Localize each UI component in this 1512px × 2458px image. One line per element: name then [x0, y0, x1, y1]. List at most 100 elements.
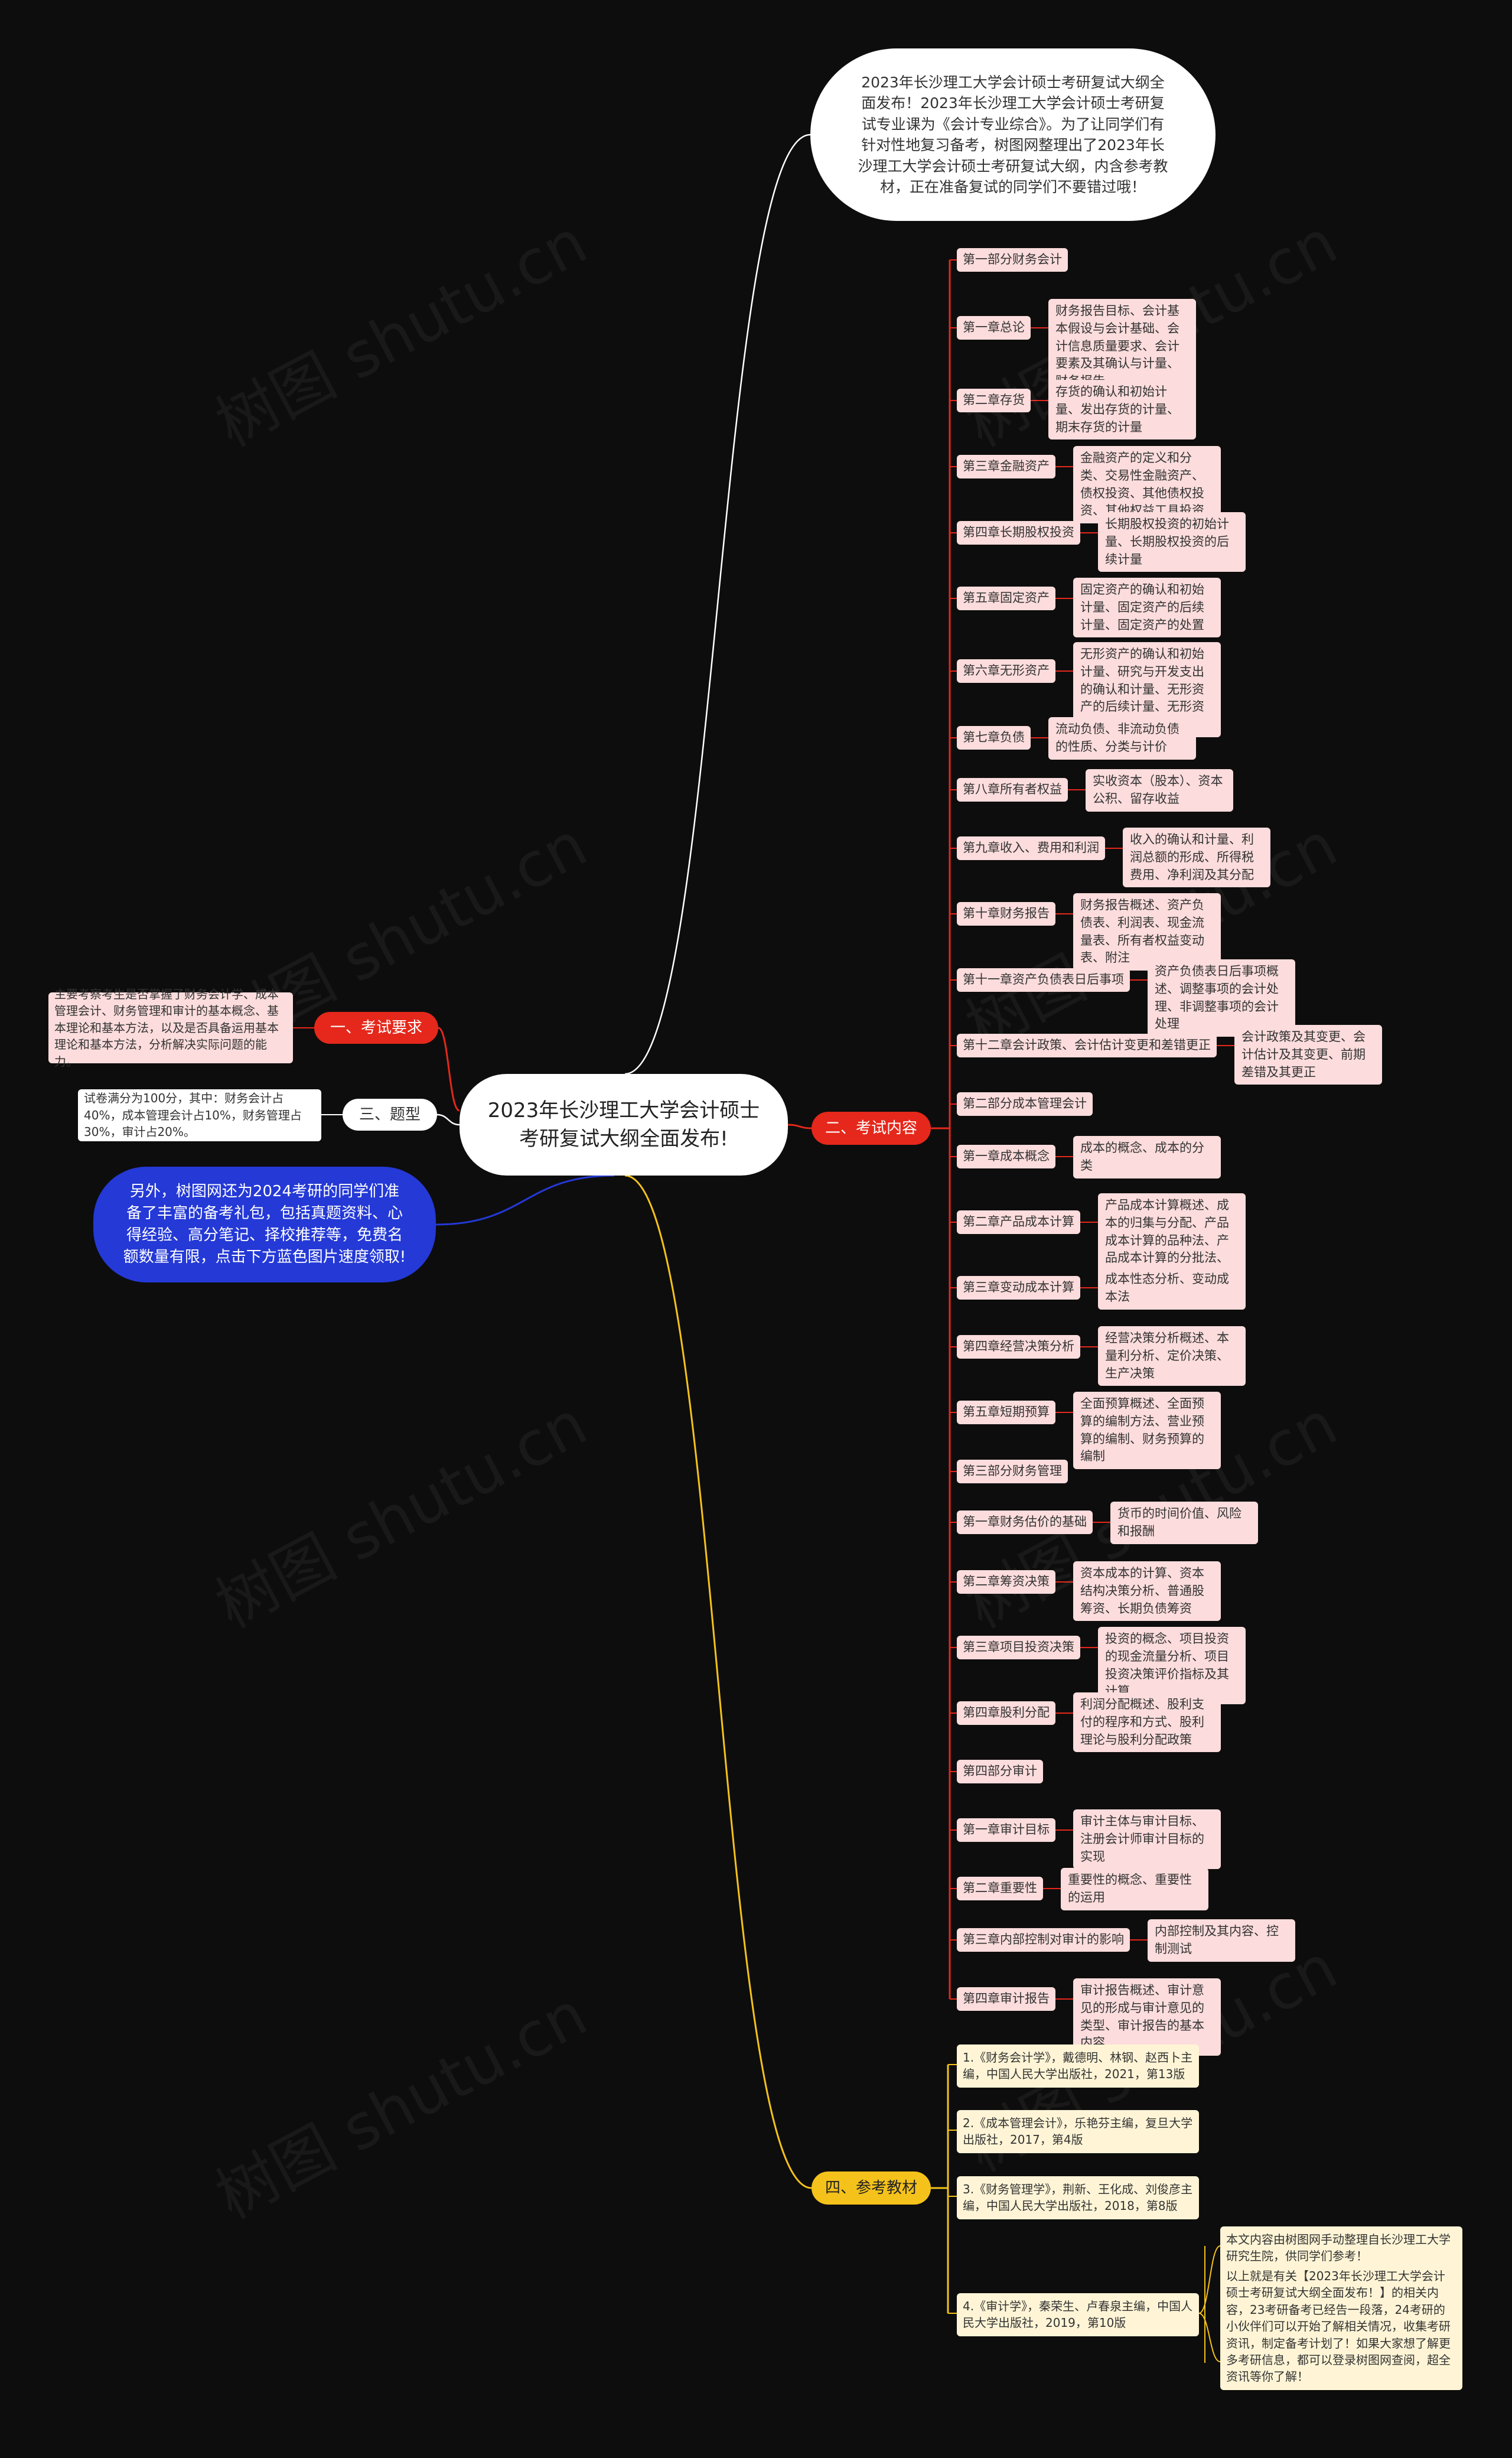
content-item-detail[interactable]: 重要性的概念、重要性的运用	[1061, 1868, 1208, 1910]
content-item-detail[interactable]: 成本性态分析、变动成本法	[1098, 1267, 1246, 1310]
promo-bubble[interactable]: 另外，树图网还为2024考研的同学们准备了丰富的备考礼包，包括真题资料、心得经验…	[93, 1167, 436, 1282]
content-item-detail-text: 财务报告目标、会计基本假设与会计基础、会计信息质量要求、会计要素及其确认与计量、…	[1055, 304, 1179, 388]
content-item[interactable]: 第四章审计报告	[957, 1987, 1055, 2011]
content-item-detail[interactable]: 固定资产的确认和初始计量、固定资产的后续计量、固定资产的处置	[1073, 578, 1221, 638]
reference-book-item[interactable]: 3.《财务管理学》，荆新、王化成、刘俊彦主编，中国人民大学出版社，2018，第8…	[957, 2176, 1199, 2219]
content-item-label: 第一章审计目标	[963, 1822, 1050, 1837]
branch-exam-requirements[interactable]: 一、考试要求	[314, 1012, 438, 1044]
content-item[interactable]: 第三章金融资产	[957, 455, 1055, 478]
content-item-detail[interactable]: 内部控制及其内容、控制测试	[1148, 1919, 1295, 1962]
content-item-detail[interactable]: 投资的概念、项目投资的现金流量分析、项目投资决策评价指标及其计算	[1098, 1627, 1246, 1705]
content-item-label: 第三章变动成本计算	[963, 1280, 1074, 1295]
branch-question-types[interactable]: 三、题型	[343, 1099, 437, 1131]
content-item-detail-text: 资产负债表日后事项概述、调整事项的会计处理、非调整事项的会计处理	[1155, 964, 1279, 1031]
content-item-detail[interactable]: 收入的确认和计量、利润总额的形成、所得税费用、净利润及其分配	[1123, 828, 1270, 888]
content-item-detail[interactable]: 全面预算概述、全面预算的编制方法、营业预算的编制、财务预算的编制	[1073, 1392, 1221, 1470]
content-item-detail[interactable]: 经营决策分析概述、本量利分析、定价决策、生产决策	[1098, 1326, 1246, 1386]
content-item[interactable]: 第六章无形资产	[957, 659, 1055, 683]
content-item-label: 第五章短期预算	[963, 1405, 1050, 1420]
connector	[787, 1124, 812, 1129]
content-item-detail[interactable]: 财务报告概述、资产负债表、利润表、现金流量表、所有者权益变动表、附注	[1073, 893, 1221, 971]
content-item[interactable]: 第十章财务报告	[957, 902, 1055, 926]
content-item[interactable]: 第一章审计目标	[957, 1818, 1055, 1842]
branch-reference-books[interactable]: 四、参考教材	[812, 2171, 931, 2205]
content-item-label: 第五章固定资产	[963, 591, 1050, 605]
connector	[624, 1174, 812, 2189]
content-item[interactable]: 第四章经营决策分析	[957, 1335, 1080, 1359]
content-item[interactable]: 第七章负债	[957, 726, 1031, 750]
content-item[interactable]: 第三部分财务管理	[957, 1460, 1068, 1483]
content-item-detail-text: 投资的概念、项目投资的现金流量分析、项目投资决策评价指标及其计算	[1105, 1632, 1229, 1699]
content-item-detail[interactable]: 流动负债、非流动负债的性质、分类与计价	[1048, 717, 1196, 760]
content-item-label: 第四部分审计	[963, 1764, 1037, 1779]
root-topic[interactable]: 2023年长沙理工大学会计硕士考研复试大纲全面发布!	[460, 1074, 788, 1176]
content-item-label: 第三章金融资产	[963, 459, 1050, 474]
reference-book-text: 2.《成本管理会计》，乐艳芬主编，复旦大学出版社，2017，第4版	[963, 2116, 1193, 2147]
content-item-detail[interactable]: 货币的时间价值、风险和报酬	[1110, 1502, 1258, 1544]
content-item-detail[interactable]: 会计政策及其变更、会计估计及其变更、前期差错及其更正	[1234, 1025, 1382, 1085]
content-item[interactable]: 第三章项目投资决策	[957, 1636, 1080, 1659]
content-item[interactable]: 第五章固定资产	[957, 587, 1055, 610]
content-item-detail[interactable]: 审计主体与审计目标、注册会计师审计目标的实现	[1073, 1809, 1221, 1870]
content-item-label: 第四章审计报告	[963, 1991, 1050, 2006]
content-item-label: 第二部分成本管理会计	[963, 1096, 1087, 1111]
content-item-detail-text: 存货的确认和初始计量、发出存货的计量、期末存货的计量	[1055, 385, 1179, 434]
content-item[interactable]: 第四章长期股权投资	[957, 521, 1080, 545]
content-item[interactable]: 第五章短期预算	[957, 1401, 1055, 1424]
exam-requirements-detail[interactable]: 主要考察考生是否掌握了财务会计学、成本管理会计、财务管理和审计的基本概念、基本理…	[48, 987, 293, 1069]
content-item[interactable]: 第一部分财务会计	[957, 248, 1068, 272]
content-item-detail-text: 全面预算概述、全面预算的编制方法、营业预算的编制、财务预算的编制	[1080, 1396, 1204, 1464]
content-item[interactable]: 第二部分成本管理会计	[957, 1092, 1093, 1116]
content-item-detail[interactable]: 成本的概念、成本的分类	[1073, 1136, 1221, 1178]
content-item[interactable]: 第三章变动成本计算	[957, 1276, 1080, 1300]
content-item-detail-text: 审计主体与审计目标、注册会计师审计目标的实现	[1080, 1814, 1204, 1864]
branch-exam-content[interactable]: 二、考试内容	[812, 1112, 931, 1145]
content-item-detail[interactable]: 实收资本（股本）、资本公积、留存收益	[1086, 769, 1233, 812]
content-item-detail[interactable]: 资本成本的计算、资本结构决策分析、普通股筹资、长期负债筹资	[1073, 1561, 1221, 1622]
content-item-label: 第三章内部控制对审计的影响	[963, 1932, 1124, 1947]
content-item-label: 第四章经营决策分析	[963, 1339, 1074, 1354]
content-item-detail[interactable]: 长期股权投资的初始计量、长期股权投资的后续计量	[1098, 512, 1246, 572]
content-item-detail[interactable]: 存货的确认和初始计量、发出存货的计量、期末存货的计量	[1048, 380, 1196, 440]
content-item[interactable]: 第四部分审计	[957, 1760, 1043, 1783]
reference-book-item[interactable]: 4.《审计学》，秦荣生、卢春泉主编，中国人民大学出版社，2019，第10版	[957, 2293, 1199, 2336]
content-item-label: 第三部分财务管理	[963, 1464, 1062, 1479]
content-item-detail-text: 审计报告概述、审计意见的形成与审计意见的类型、审计报告的基本内容	[1080, 1983, 1204, 2050]
content-item-detail[interactable]: 利润分配概述、股利支付的程序和方式、股利理论与股利分配政策	[1073, 1692, 1221, 1753]
content-item[interactable]: 第十一章资产负债表日后事项	[957, 968, 1130, 992]
content-item[interactable]: 第一章总论	[957, 316, 1031, 340]
content-item-detail[interactable]: 资产负债表日后事项概述、调整事项的会计处理、非调整事项的会计处理	[1148, 959, 1295, 1037]
content-item[interactable]: 第二章产品成本计算	[957, 1210, 1080, 1234]
content-item[interactable]: 第二章筹资决策	[957, 1570, 1055, 1594]
content-item-detail-text: 会计政策及其变更、会计估计及其变更、前期差错及其更正	[1241, 1030, 1366, 1079]
content-item-label: 第一部分财务会计	[963, 252, 1062, 267]
content-item-label: 第二章存货	[963, 393, 1025, 408]
content-item[interactable]: 第九章收入、费用和利润	[957, 836, 1105, 860]
content-item[interactable]: 第二章存货	[957, 389, 1031, 412]
content-item-label: 第四章股利分配	[963, 1705, 1050, 1720]
content-item[interactable]: 第一章成本概念	[957, 1145, 1055, 1168]
footer-note[interactable]: 本文内容由树图网手动整理自长沙理工大学研究生院，供同学们参考！	[1220, 2226, 1462, 2270]
reference-book-item[interactable]: 1.《财务会计学》，戴德明、林钢、赵西卜主编，中国人民大学出版社，2021，第1…	[957, 2044, 1199, 2088]
content-item[interactable]: 第一章财务估价的基础	[957, 1510, 1093, 1534]
footer-note[interactable]: 以上就是有关【2023年长沙理工大学会计硕士考研复试大纲全面发布！】的相关内容，…	[1220, 2263, 1462, 2390]
intro-node[interactable]: 2023年长沙理工大学会计硕士考研复试大纲全面发布！2023年长沙理工大学会计硕…	[810, 48, 1216, 221]
content-item-label: 第四章长期股权投资	[963, 525, 1074, 540]
content-item-detail-text: 实收资本（股本）、资本公积、留存收益	[1093, 774, 1223, 806]
content-item-label: 第三章项目投资决策	[963, 1640, 1074, 1655]
content-item-label: 第十二章会计政策、会计估计变更和差错更正	[963, 1038, 1211, 1053]
content-item[interactable]: 第三章内部控制对审计的影响	[957, 1928, 1130, 1952]
content-item[interactable]: 第八章所有者权益	[957, 778, 1068, 802]
connector	[436, 1114, 460, 1126]
content-item[interactable]: 第四章股利分配	[957, 1701, 1055, 1725]
content-item-detail-text: 重要性的概念、重要性的运用	[1068, 1873, 1192, 1904]
content-item-detail[interactable]: 审计报告概述、审计意见的形成与审计意见的类型、审计报告的基本内容	[1073, 1978, 1221, 2056]
content-item[interactable]: 第十二章会计政策、会计估计变更和差错更正	[957, 1034, 1217, 1057]
question-types-detail[interactable]: 试卷满分为100分，其中：财务会计占40%，成本管理会计占10%，财务管理占30…	[78, 1089, 321, 1141]
content-item-label: 第一章成本概念	[963, 1149, 1050, 1164]
reference-book-item[interactable]: 2.《成本管理会计》，乐艳芬主编，复旦大学出版社，2017，第4版	[957, 2110, 1199, 2153]
content-item[interactable]: 第二章重要性	[957, 1877, 1043, 1900]
content-item-detail[interactable]: 财务报告目标、会计基本假设与会计基础、会计信息质量要求、会计要素及其确认与计量、…	[1048, 299, 1196, 395]
content-item-detail-text: 经营决策分析概述、本量利分析、定价决策、生产决策	[1105, 1331, 1229, 1381]
connector	[624, 134, 811, 1075]
